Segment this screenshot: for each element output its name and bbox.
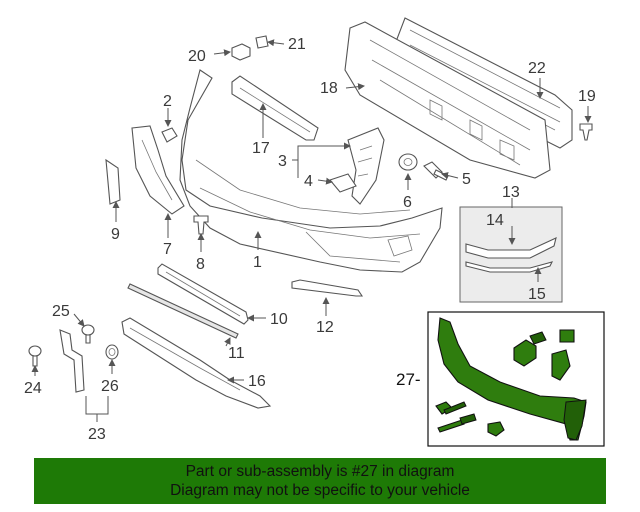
part-8-push-clip [193, 215, 209, 235]
leader-lines [31, 39, 592, 422]
callout-5: 5 [462, 171, 471, 188]
part-7-side-trim [131, 125, 185, 215]
callout-19: 19 [578, 88, 596, 105]
part-23-bracket [59, 329, 85, 393]
callout-13: 13 [502, 184, 520, 201]
callout-21: 21 [288, 36, 306, 53]
part-9-bracket [105, 158, 121, 205]
callout-6: 6 [403, 194, 412, 211]
callout-12: 12 [316, 319, 334, 336]
part-19-clip [579, 123, 593, 141]
callout-27: 27- [396, 370, 421, 389]
callout-22: 22 [528, 60, 546, 77]
part-1-bumper-cover [179, 69, 443, 273]
part-26-clip [105, 344, 119, 360]
part-16-skid-plate [121, 317, 272, 409]
callout-23: 23 [88, 426, 106, 443]
part-25-screw [81, 324, 95, 344]
callout-20: 20 [188, 48, 206, 65]
callout-3: 3 [278, 153, 287, 170]
callout-14: 14 [486, 212, 504, 229]
banner-line-1: Part or sub-assembly is #27 in diagram [185, 463, 455, 480]
banner-line-2: Diagram may not be specific to your vehi… [170, 482, 470, 499]
callout-8: 8 [196, 256, 205, 273]
info-banner: Part or sub-assembly is #27 in diagram D… [34, 458, 606, 504]
part-27-assembly-box [427, 311, 605, 447]
callout-2: 2 [163, 93, 172, 110]
part-11-strip [127, 283, 239, 339]
callout-15: 15 [528, 286, 546, 303]
part-10-lower-grille [157, 263, 249, 325]
part-4-clip [329, 173, 357, 193]
part-20-bolt [231, 43, 251, 61]
callout-25: 25 [52, 303, 70, 320]
part-13-fog-trim-box [459, 206, 563, 303]
callout-26: 26 [101, 378, 119, 395]
callout-17: 17 [252, 140, 270, 157]
part-24-screw [28, 345, 42, 367]
callout-10: 10 [270, 311, 288, 328]
part-5-bolt [423, 161, 449, 181]
callout-11: 11 [228, 345, 245, 362]
callout-16: 16 [248, 373, 266, 390]
part-3-bracket [347, 127, 385, 205]
part-2-clip [161, 127, 178, 143]
part-6-grommet [398, 153, 418, 171]
callout-7: 7 [163, 241, 172, 258]
callout-4: 4 [304, 173, 313, 190]
callout-9: 9 [111, 226, 120, 243]
callout-1: 1 [253, 254, 262, 271]
callout-24: 24 [24, 380, 42, 397]
part-18-energy-absorber [344, 21, 551, 179]
part-12-trim [291, 279, 364, 297]
callout-numbers: 20 21 2 17 18 22 19 3 4 6 5 13 14 15 9 7… [24, 36, 596, 443]
part-21-nut [255, 35, 269, 49]
part-17-bracket [231, 75, 319, 141]
callout-18: 18 [320, 80, 338, 97]
